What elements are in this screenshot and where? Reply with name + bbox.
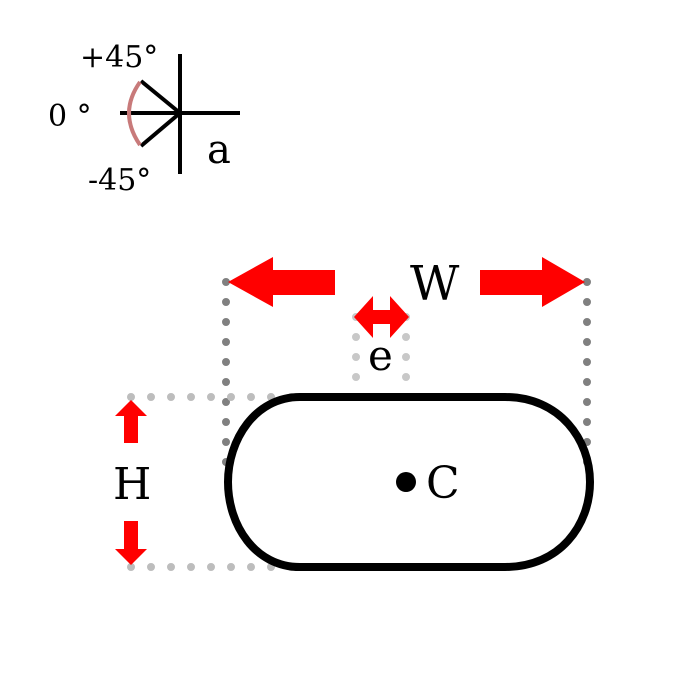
- angle-legend: +45° 0 ° -45° a: [48, 40, 240, 198]
- center-label: C: [426, 458, 460, 509]
- guide-lines: [127, 278, 591, 571]
- minus-45-label: -45°: [88, 163, 151, 198]
- rounded-shape-outline: [223, 393, 595, 571]
- width-label: W: [410, 256, 460, 312]
- width-arrow-right: [480, 257, 585, 307]
- height-arrow-up: [115, 400, 147, 443]
- zero-label: 0 °: [48, 99, 92, 134]
- height-label: H: [113, 459, 151, 510]
- plus-45-ray: [139, 79, 182, 115]
- angle-arc: [127, 80, 142, 147]
- edge-label: e: [368, 331, 393, 380]
- height-arrow-down: [115, 521, 147, 565]
- width-arrow-left: [228, 257, 335, 307]
- edge-double-arrow: [354, 296, 409, 338]
- plus-45-label: +45°: [80, 40, 158, 75]
- center-point: [396, 472, 416, 492]
- axis-a-label: a: [207, 127, 231, 173]
- minus-45-ray: [139, 111, 182, 148]
- dimension-arrows: [115, 257, 585, 565]
